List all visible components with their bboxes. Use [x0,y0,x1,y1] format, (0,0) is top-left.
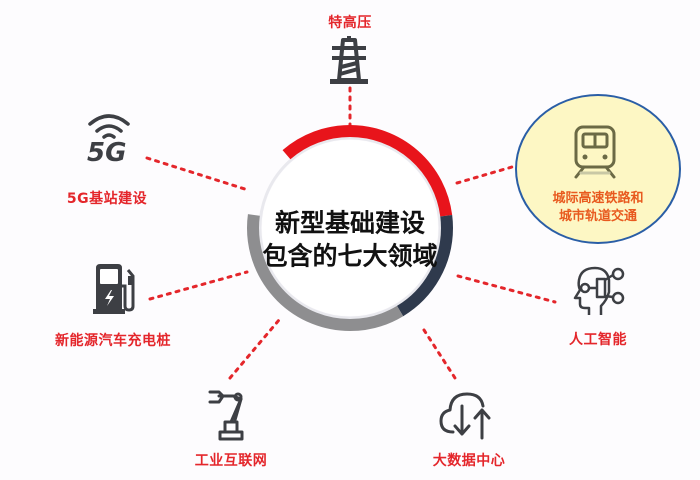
5g-signal-icon: 5G [84,110,134,172]
label-ai: 人工智能 [569,332,627,348]
robot-arm-icon [208,390,244,441]
label-rail-line2: 城市轨道交通 [558,208,638,224]
highlight-circle-rail [515,94,681,244]
center-title-line1: 新型基础建设 [274,208,426,238]
label-ev: 新能源汽车充电桩 [55,333,171,349]
label-rail-line1: 城际高速铁路和 [552,191,644,206]
ring-segment-gray [247,125,453,331]
connector-ai [456,274,557,304]
charging-station-icon [93,264,135,314]
center-disc [262,140,438,316]
connector-iiot [228,318,281,380]
label-rail: 城际高速铁路和 城市轨道交通 [552,190,643,225]
center-title-line2: 包含的七大领域 [262,241,438,270]
wifi-waves-icon [88,114,130,139]
connector-5g [145,156,250,192]
connector-dc [422,328,457,380]
label-dc: 大数据中心 [432,453,506,469]
label-5g: 5G基站建设 [66,191,148,207]
train-icon [574,125,616,179]
5g-icon-text: 5G [87,138,127,168]
ai-head-icon [573,266,625,315]
connector-ev [148,270,249,301]
cloud-data-icon [439,392,491,440]
label-iiot: 工业互联网 [194,453,268,469]
center-title: 新型基础建设 包含的七大领域 [262,208,437,273]
ring-segment-red [247,125,453,331]
label-uhv: 特高压 [328,15,372,31]
power-tower-icon [330,36,368,84]
ring-segment-navy [247,125,453,331]
